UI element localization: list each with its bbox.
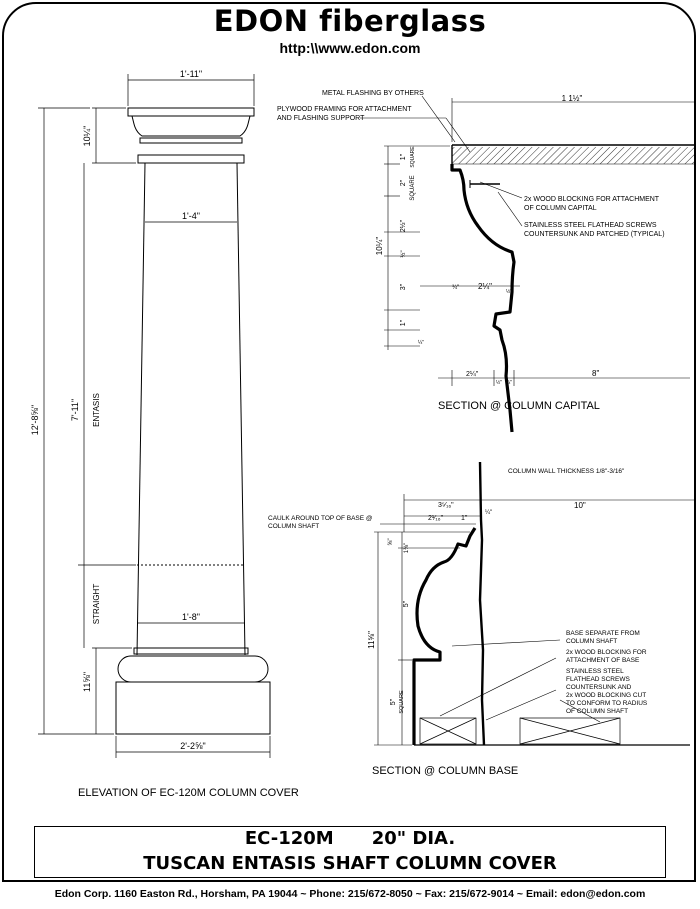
base-dim-5-8: ⅝"	[388, 538, 394, 545]
brand-title: EDON fiberglass	[213, 4, 487, 38]
capital-abacus	[127, 107, 255, 117]
base-square: SQUARE	[399, 690, 405, 714]
note-base-screws-1: STAINLESS STEEL	[566, 668, 624, 675]
note-caulk-2: COLUMN SHAFT	[268, 523, 319, 530]
dim-lower-width: 1'-8"	[182, 612, 200, 622]
base-dim-10: 10"	[574, 501, 586, 510]
elevation-caption: ELEVATION OF EC-120M COLUMN COVER	[78, 787, 299, 799]
cap-square-2: SQUARE	[410, 175, 416, 200]
shaft-left-edge	[136, 162, 146, 656]
title-line-2: TUSCAN ENTASIS SHAFT COLUMN COVER	[143, 853, 557, 874]
note-base-screws-3: COUNTERSUNK AND	[566, 684, 632, 691]
cap-dim-bottom-half: ½"	[496, 379, 502, 386]
cap-dim-quarter: ¼"	[418, 340, 424, 346]
note-plywood-1: PLYWOOD FRAMING FOR ATTACHMENT	[277, 106, 412, 113]
elevation-labels: 1'-11" 10¼" 12'-8⅝" 7'-11" ENTASIS STRAI…	[30, 69, 299, 799]
cap-dim-bottom-quarter: ¼"	[506, 380, 512, 386]
dim-top-width: 1'-11"	[180, 69, 202, 79]
cap-dim-half-b: ½"	[506, 288, 512, 295]
cap-dim-total: 10¼"	[375, 237, 384, 256]
note-caulk-1: CAULK AROUND TOP OF BASE @	[268, 515, 373, 522]
base-plinth	[115, 681, 271, 735]
dim-total-height: 12'-8⅝"	[30, 405, 40, 435]
cap-dim-3: 3"	[400, 283, 407, 290]
brand-url: http:\\www.edon.com	[279, 40, 421, 56]
elevation-dimensions	[38, 74, 271, 758]
capital-fillet	[139, 137, 243, 144]
entasis-label: ENTASIS	[92, 393, 101, 427]
title-box	[34, 826, 666, 878]
cap-dim-1: 1"	[400, 153, 407, 160]
cap-dim-bottom-8: 8"	[592, 369, 599, 378]
cap-dim-1b: 1"	[400, 319, 407, 326]
note-blocking-1: 2x WOOD BLOCKING FOR ATTACHMENT	[524, 196, 660, 203]
note-screws-2: COUNTERSUNK AND PATCHED (TYPICAL)	[524, 231, 665, 238]
note-screws-1: STAINLESS STEEL FLATHEAD SCREWS	[524, 222, 657, 229]
soffit-hatch	[452, 147, 696, 164]
capital-echinus	[131, 115, 251, 137]
capital-profile	[450, 164, 516, 433]
dim-base-height: 11⅝"	[82, 672, 92, 692]
cap-square-1: SQUARE	[410, 146, 416, 168]
cap-dim-top: 1 1½"	[562, 94, 583, 103]
straight-label: STRAIGHT	[92, 584, 101, 625]
model-number: EC-120M	[244, 828, 334, 849]
cap-dim-three-quarter: ¾"	[452, 285, 459, 291]
base-caption: SECTION @ COLUMN BASE	[372, 765, 518, 777]
dim-base-width: 2'-2⅝"	[180, 741, 205, 751]
base-dim-quarter: ¼"	[485, 510, 492, 516]
cap-dim-2quarter: 2¼"	[478, 282, 492, 291]
dim-neck-width: 1'-4"	[182, 211, 200, 221]
capital-caption: SECTION @ COLUMN CAPITAL	[438, 400, 600, 412]
note-base-screws-5: TO CONFORM TO RADIUS	[566, 700, 648, 707]
note-base-blocking-1: 2x WOOD BLOCKING FOR	[566, 649, 647, 656]
note-base-screws-6: OF COLUMN SHAFT	[566, 708, 628, 715]
base-dim-2-1-16: 2¹⁄₁₆"	[428, 515, 444, 522]
diameter: 20" DIA.	[371, 828, 456, 849]
base-dim-5b: 5"	[390, 698, 397, 705]
base-profile	[412, 527, 477, 745]
base-dim-3-5-16: 3⁵⁄₁₆"	[438, 502, 454, 509]
base-dim-total: 11⅝"	[367, 631, 376, 649]
shaft-right-edge	[236, 162, 246, 656]
note-base-screws-2: FLATHEAD SCREWS	[566, 676, 630, 683]
wood-blocking	[419, 717, 621, 745]
shaft-wall	[478, 461, 486, 746]
note-base-screws-4: 2x WOOD BLOCKING CUT	[566, 692, 646, 699]
title-line-1: EC-120M 20" DIA.	[0, 828, 700, 849]
column-elevation	[115, 107, 271, 735]
drawing-border	[2, 2, 696, 882]
dim-capital-height: 10¼"	[82, 126, 92, 147]
base-dim-1-3-8: 1⅜"	[404, 543, 410, 553]
capital-section: METAL FLASHING BY OTHERS PLYWOOD FRAMING…	[277, 90, 696, 433]
base-dim-5: 5"	[403, 600, 410, 607]
note-plywood-2: AND FLASHING SUPPORT	[277, 115, 365, 122]
cap-dim-2: 2"	[400, 179, 407, 186]
cap-dim-2half: 2½"	[399, 219, 407, 232]
dim-entasis: 7'-11"	[70, 399, 80, 421]
neck-ring	[137, 154, 245, 164]
cap-dim-half: ½"	[400, 250, 407, 257]
base-fillet	[133, 647, 249, 655]
note-separate-2: COLUMN SHAFT	[566, 638, 617, 645]
note-separate-1: BASE SEPARATE FROM	[566, 630, 640, 637]
cap-dim-bottom-2quarter: 2¼"	[466, 371, 479, 378]
note-flashing: METAL FLASHING BY OTHERS	[322, 90, 424, 97]
base-torus	[117, 655, 269, 683]
base-section: COLUMN WALL THICKNESS 1/8"-3/16" CAULK A…	[268, 461, 696, 777]
wall-thickness: COLUMN WALL THICKNESS 1/8"-3/16"	[508, 468, 625, 475]
footer-contact: Edon Corp. 1160 Easton Rd., Horsham, PA …	[54, 888, 646, 900]
base-dim-1: 1"	[461, 515, 468, 522]
note-blocking-2: OF COLUMN CAPITAL	[524, 205, 597, 212]
note-base-blocking-2: ATTACHMENT OF BASE	[566, 657, 640, 664]
